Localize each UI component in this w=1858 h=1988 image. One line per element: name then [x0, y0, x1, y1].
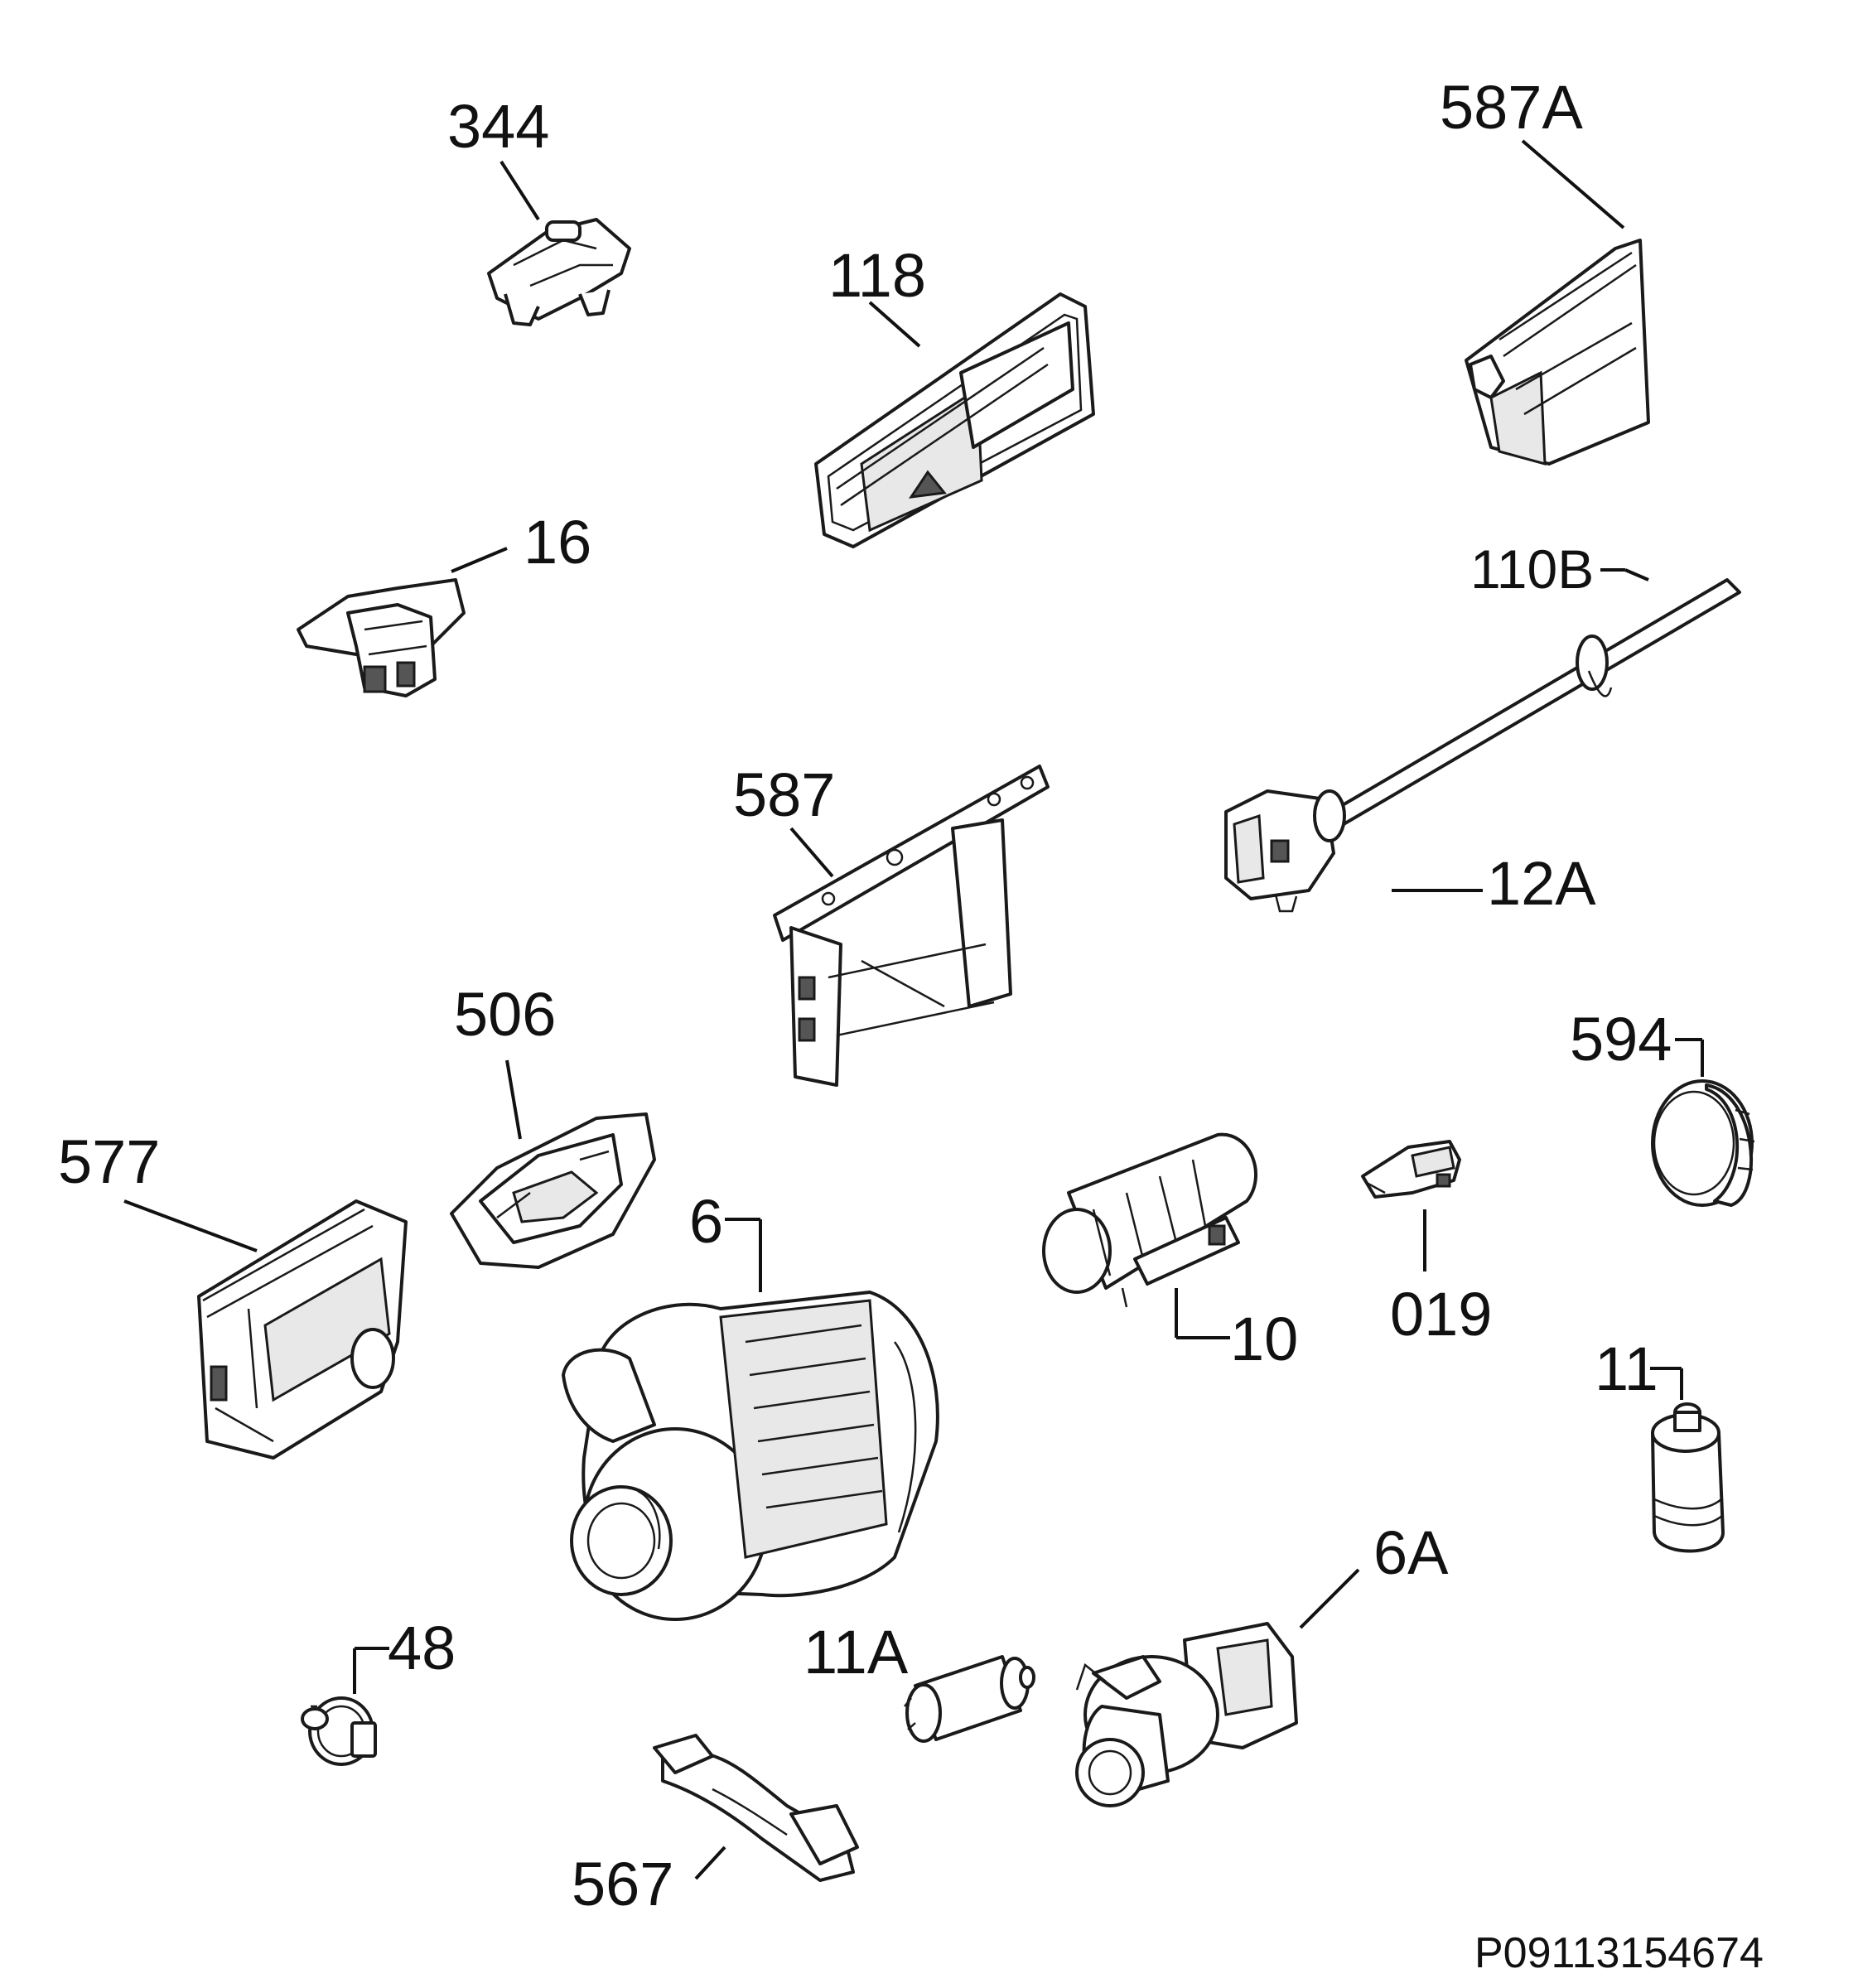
leader-344	[499, 160, 540, 221]
label-48[interactable]: 48	[388, 1614, 456, 1682]
leader-16	[451, 547, 508, 573]
label-12A[interactable]: 12A	[1487, 849, 1596, 918]
part-11A-drawing[interactable]	[904, 1655, 1035, 1743]
leader-506	[505, 1059, 522, 1140]
label-110B[interactable]: 110B	[1470, 538, 1594, 600]
label-506[interactable]: 506	[454, 980, 556, 1049]
leader-6A	[1299, 1568, 1360, 1629]
part-594-drawing[interactable]	[1651, 1079, 1755, 1207]
part-6-drawing[interactable]	[562, 1291, 939, 1621]
part-019-drawing[interactable]	[1361, 1140, 1461, 1199]
leader-110B-tail	[1624, 568, 1649, 581]
leader-587	[789, 827, 834, 878]
label-577[interactable]: 577	[58, 1127, 160, 1196]
label-6A[interactable]: 6A	[1373, 1518, 1449, 1587]
part-587A-drawing[interactable]	[1465, 239, 1650, 466]
part-11-drawing[interactable]	[1651, 1402, 1725, 1553]
part-577-drawing[interactable]	[197, 1199, 408, 1460]
label-6[interactable]: 6	[689, 1187, 723, 1256]
leader-118	[868, 301, 921, 348]
leader-577	[123, 1199, 258, 1252]
part-587-drawing[interactable]	[773, 765, 1050, 1087]
label-11[interactable]: 11	[1595, 1334, 1658, 1403]
part-16-drawing[interactable]	[297, 578, 466, 697]
label-344[interactable]: 344	[447, 92, 549, 161]
label-587A[interactable]: 587A	[1440, 73, 1583, 142]
label-118[interactable]: 118	[828, 241, 926, 310]
part-10-drawing[interactable]	[1042, 1132, 1257, 1308]
diagram-code: P09113154674	[1474, 1929, 1764, 1977]
label-587[interactable]: 587	[733, 760, 835, 829]
part-48-drawing[interactable]	[301, 1696, 377, 1766]
leader-567	[694, 1846, 726, 1880]
part-506-drawing[interactable]	[450, 1112, 656, 1269]
part-12A-drawing[interactable]	[1224, 578, 1741, 913]
leader-587A	[1521, 139, 1625, 229]
part-6A-drawing[interactable]	[1075, 1622, 1298, 1807]
part-118-drawing[interactable]	[814, 292, 1095, 548]
label-019[interactable]: 019	[1390, 1280, 1492, 1349]
label-10[interactable]: 10	[1230, 1305, 1298, 1373]
label-594[interactable]: 594	[1570, 1005, 1672, 1074]
label-567[interactable]: 567	[572, 1850, 673, 1918]
label-16[interactable]: 16	[524, 508, 591, 577]
part-344-drawing[interactable]	[487, 218, 631, 326]
part-567-drawing[interactable]	[653, 1734, 859, 1882]
label-11A[interactable]: 11A	[804, 1618, 909, 1686]
